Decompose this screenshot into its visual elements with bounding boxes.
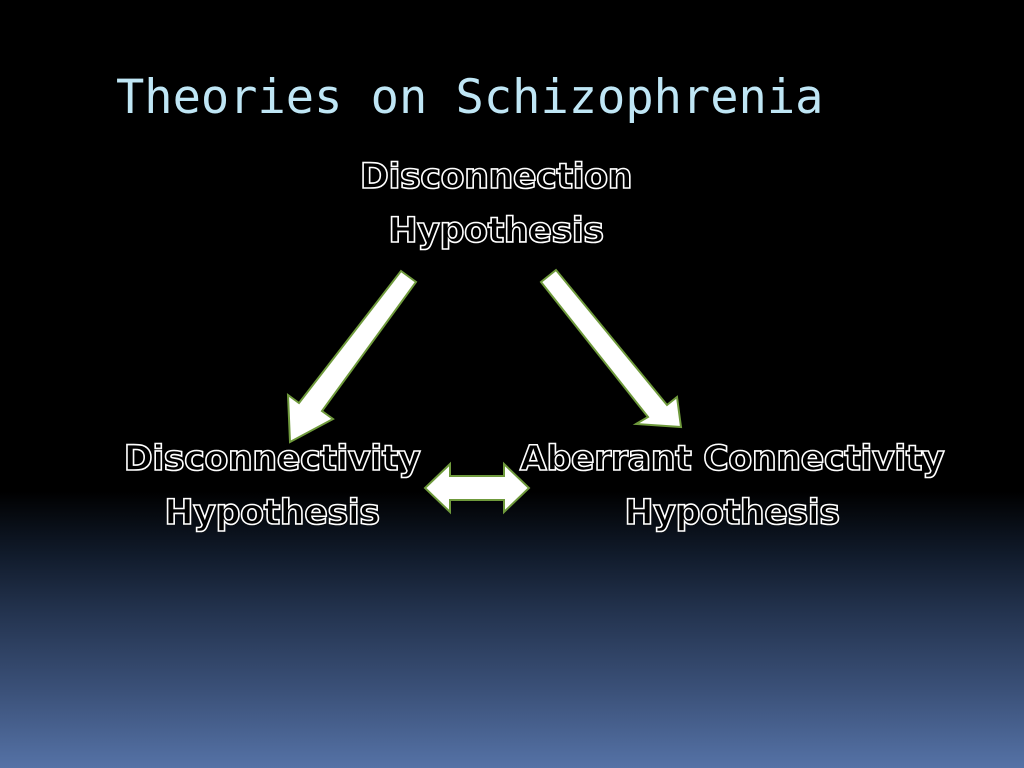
node-disconnectivity-hypothesis: Disconnectivity Hypothesis (72, 432, 472, 540)
node-disconnection-hypothesis: Disconnection Hypothesis (296, 150, 696, 258)
node-aberrant-connectivity-hypothesis: Aberrant Connectivity Hypothesis (502, 432, 962, 540)
node-right-line2: Hypothesis (624, 492, 841, 534)
double-arrow-disconnectivity-aberrant (423, 461, 531, 515)
node-left-line1: Disconnectivity (123, 438, 422, 480)
arrow-disconnection-to-disconnectivity (286, 269, 418, 444)
node-left-line2: Hypothesis (164, 492, 381, 534)
arrow-disconnection-to-aberrant (539, 268, 683, 429)
node-top-line2: Hypothesis (388, 210, 605, 252)
slide-title: Theories on Schizophrenia (116, 70, 824, 125)
node-top-line1: Disconnection (359, 156, 633, 198)
node-right-line1: Aberrant Connectivity (519, 438, 946, 480)
